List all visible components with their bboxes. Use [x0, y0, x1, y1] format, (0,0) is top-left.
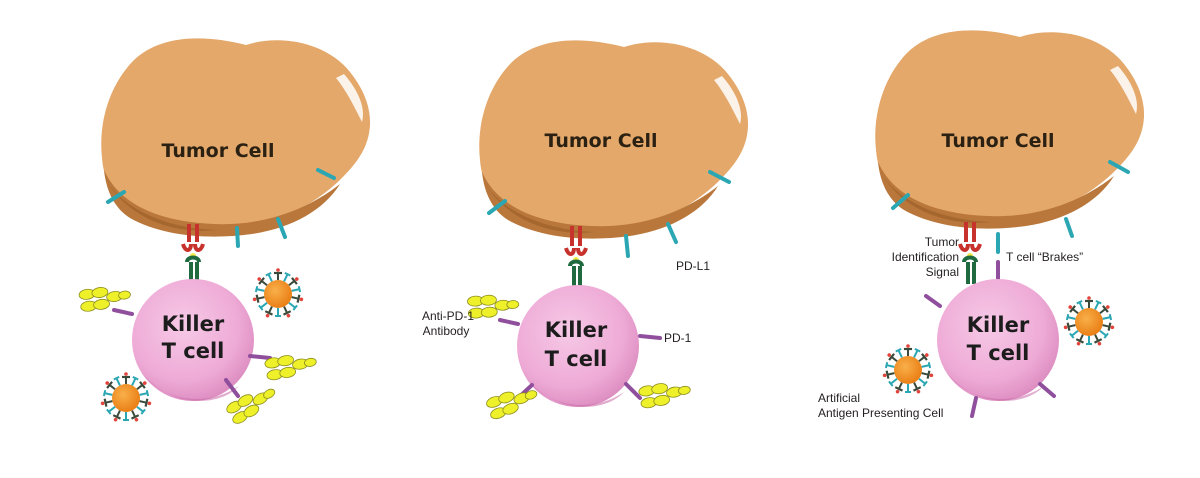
killer-t-cell-2 — [517, 285, 639, 407]
pd-1-receptor — [498, 318, 520, 326]
panel-1: Tumor Cell Killer T cell — [78, 38, 371, 427]
pd-1-receptor — [224, 378, 240, 398]
aapc-label-line2: Antigen Presenting Cell — [818, 406, 943, 420]
pd-l1-receptor — [708, 170, 731, 184]
mhc-molecule — [958, 222, 982, 252]
pd-l1-receptor — [666, 222, 678, 244]
pd-l1-receptor — [487, 199, 507, 215]
aapc-label-line1: Artificial — [818, 391, 860, 405]
pd-1-receptor — [1038, 382, 1056, 398]
pd-l1-receptor — [276, 217, 287, 239]
killer-cell-label-2a: Killer — [545, 318, 608, 342]
panel-2: Tumor Cell PD-L1 Killer T cell PD-1 — [422, 40, 749, 422]
tumor-cell-label-1: Tumor Cell — [161, 140, 274, 162]
tumor-signal-label-1: Tumor — [925, 235, 959, 249]
artificial-antigen-presenting-cell — [98, 371, 154, 425]
pd-1-receptor — [970, 396, 978, 418]
tumor-cell-1 — [101, 38, 371, 237]
pd-1-receptor — [112, 308, 134, 316]
artificial-antigen-presenting-cell — [1061, 295, 1117, 349]
pd-l1-receptor — [1108, 160, 1130, 174]
antibody-label-line1: Anti-PD-1 — [422, 309, 474, 323]
pd-l1-receptor — [106, 190, 126, 204]
pd-l1-receptor — [1064, 217, 1074, 238]
pd-1-label: PD-1 — [664, 331, 692, 345]
panel-3: Tumor Cell Tumor Identification Signal T… — [818, 30, 1145, 420]
t-cell-receptor — [185, 253, 201, 284]
pd-l1-receptor — [624, 234, 630, 258]
pd-1-receptor — [924, 294, 942, 308]
artificial-antigen-presenting-cell — [880, 343, 936, 397]
t-cell-receptor — [962, 253, 978, 284]
tumor-signal-label-3: Signal — [926, 265, 959, 279]
pd-l1-label: PD-L1 — [676, 259, 710, 273]
killer-cell-label-3a: Killer — [967, 313, 1030, 337]
mhc-molecule — [564, 226, 588, 256]
pd-1-receptor — [638, 334, 662, 340]
killer-cell-label-1a: Killer — [162, 312, 225, 336]
anti-pd-1-antibody — [263, 350, 319, 382]
anti-pd-1-antibody — [637, 378, 693, 410]
tumor-cell-label-3: Tumor Cell — [941, 130, 1054, 152]
pd-l1-receptor — [316, 168, 336, 180]
killer-cell-label-1b: T cell — [162, 339, 225, 363]
killer-cell-label-3b: T cell — [967, 341, 1030, 365]
tumor-signal-label-2: Identification — [892, 250, 959, 264]
anti-pd-1-antibody — [466, 292, 520, 320]
brakes-label: T cell “Brakes” — [1006, 250, 1083, 264]
anti-pd-1-antibody — [78, 282, 133, 313]
killer-cell-label-2b: T cell — [545, 347, 608, 371]
pd-l1-receptor — [891, 193, 910, 210]
pd-1-receptor — [624, 382, 642, 400]
artificial-antigen-presenting-cell — [250, 267, 306, 321]
antibody-label-line2: Antibody — [423, 324, 470, 338]
pd-l1-receptor — [235, 226, 240, 248]
tumor-cell-label-2: Tumor Cell — [544, 130, 657, 152]
t-cell-receptor — [568, 257, 584, 290]
mhc-molecule — [181, 224, 205, 252]
anti-pd-1-antibody — [484, 382, 541, 422]
pd-1-receptor — [248, 354, 272, 360]
